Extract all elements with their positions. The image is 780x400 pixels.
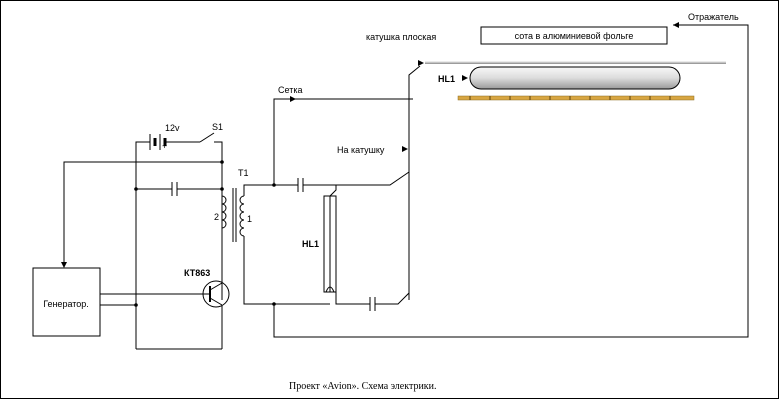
right-rail [214,141,223,300]
grid-wire [273,98,413,185]
grid-arrow-icon [290,96,296,102]
flat-coil-label: катушка плоская [366,32,436,42]
to-coil-arrow-icon [402,146,408,152]
winding-primary [221,195,227,229]
lamp-top-label: HL1 [438,74,455,84]
honeycomb-label: сота в алюминиевой фольге [515,31,634,41]
grid-label: Сетка [278,85,302,95]
generator-feed-wire [63,161,222,266]
switch-blade [199,132,215,143]
transformer-label: T1 [238,168,249,178]
flat-coil-wire [408,65,421,300]
secondary-top-wire [243,184,298,196]
battery-plus-label: + [162,141,167,151]
cap2-wire-right [303,184,337,197]
node-dot [220,187,224,191]
winding-secondary [239,195,245,237]
grid-strip [457,95,695,101]
flat-coil-arrow-icon [418,60,424,66]
honeycomb-box [480,26,668,45]
reflector-label: Отражатель [688,12,739,22]
node-dot [272,183,276,187]
lamp-bottom-electrode [325,286,335,293]
lamp-bottom-wire [335,292,370,305]
secondary-bottom-wire [243,236,330,305]
switch-label: S1 [212,122,223,132]
caption: Проект «Avion». Схема электрики. [289,381,437,392]
winding-2-label: 2 [214,212,219,222]
transistor-collector [209,282,223,291]
to-coil-wire [336,171,410,186]
lamp-vertical [323,195,337,293]
transistor-label: КТ863 [184,268,210,278]
generator-label: Генератор. [43,299,89,309]
generator-arrow-icon [61,262,67,268]
cap3-wire-right [375,292,410,305]
node-dot [134,303,138,307]
node-dot [220,160,224,164]
lamp-horizontal [469,66,681,90]
transistor-emitter [209,297,223,306]
winding-1-label: 1 [247,214,252,224]
node-dot [134,187,138,191]
reflector-wire [273,24,749,338]
voltage-label: 12v [165,123,180,133]
node-dot [272,302,276,306]
generator-box [32,267,101,337]
left-rail [135,141,150,349]
flat-coil-rod-shade [425,61,726,64]
lamp-arrow-icon [462,75,468,81]
lamp-mid-label: HL1 [302,239,319,249]
to-coil-label: На катушку [337,145,385,155]
reflector-arrow-icon [673,22,679,28]
